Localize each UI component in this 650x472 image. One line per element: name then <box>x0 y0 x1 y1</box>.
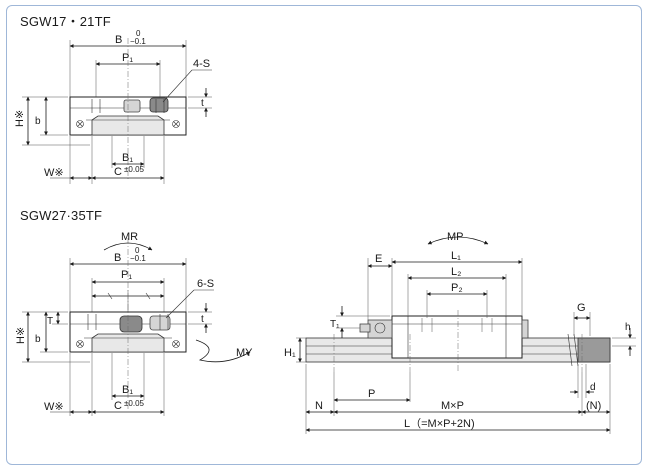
label-G: G <box>577 302 586 314</box>
label-N: N <box>315 400 323 412</box>
label-MxP: M×P <box>441 400 464 412</box>
label-B-bottom: B <box>114 252 121 264</box>
label-MR: MR <box>121 231 138 243</box>
bottom-front-view <box>22 238 251 416</box>
label-T-bottom: T <box>47 316 53 327</box>
label-P1-bottom: P₁ <box>121 269 132 281</box>
label-B-tol-upper-bottom: 0 <box>135 246 140 255</box>
label-E: E <box>375 253 382 265</box>
label-B1-bottom: B₁ <box>122 384 133 396</box>
label-d: d <box>590 382 596 393</box>
label-6S: 6-S <box>197 278 214 290</box>
label-H-top: H※ <box>14 110 26 127</box>
label-H1: H₁ <box>284 347 296 359</box>
label-H-bottom: H※ <box>15 327 27 344</box>
label-B-tol-upper-top: 0 <box>136 29 141 38</box>
label-b-bottom: b <box>35 334 41 345</box>
label-MY: MY <box>236 347 253 359</box>
screw-hole-center <box>119 315 143 333</box>
label-P: P <box>368 388 375 400</box>
label-MP: MP <box>447 231 464 243</box>
label-t-bottom: t <box>201 314 204 325</box>
top-front-view <box>22 38 212 184</box>
label-L1: L₁ <box>451 250 461 262</box>
label-P2: P₂ <box>451 282 463 294</box>
label-B-tol-lower-top: −0.1 <box>130 37 146 46</box>
label-C-tol-bottom: ±0.05 <box>124 399 145 408</box>
label-L-formula: L（=M×P+2N) <box>404 417 475 430</box>
side-view <box>296 236 636 434</box>
label-C-bottom: C <box>114 400 122 412</box>
label-h: h <box>625 322 631 333</box>
label-B-top: B <box>115 34 122 46</box>
label-b-top: b <box>35 116 41 127</box>
bottom-section-title: SGW27·35TF <box>20 208 103 223</box>
label-C-top: C <box>114 166 122 178</box>
label-W-bottom: W※ <box>44 401 64 413</box>
label-t-top: t <box>201 98 204 109</box>
label-P1-top: P₁ <box>122 52 133 64</box>
label-C-tol-top: ±0.05 <box>124 165 145 174</box>
label-W-top: W※ <box>44 167 64 179</box>
label-L2: L₂ <box>451 266 461 278</box>
screw-hole-right <box>149 97 169 113</box>
rail-end-cap <box>577 337 611 363</box>
label-T1: T₁ <box>330 319 340 330</box>
label-4S: 4-S <box>193 58 210 70</box>
label-N-paren: (N) <box>586 400 601 412</box>
label-B1-top: B₁ <box>122 152 133 164</box>
block-side <box>391 315 523 359</box>
label-B-tol-lower-bottom: −0.1 <box>130 254 146 263</box>
top-section-title: SGW17・21TF <box>20 14 111 29</box>
